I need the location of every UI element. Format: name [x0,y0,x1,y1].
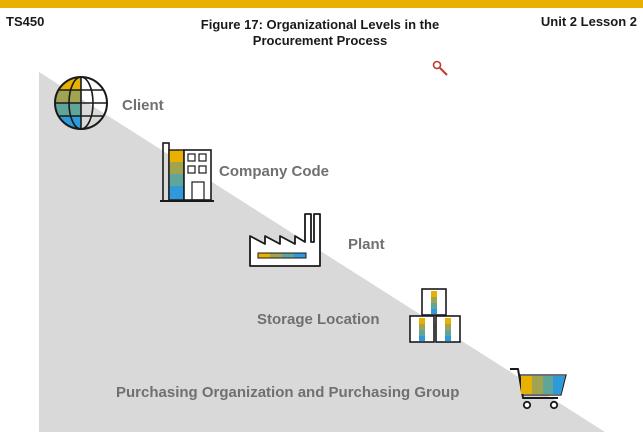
boxes-icon [409,288,461,343]
figure-title: Figure 17: Organizational Levels in the … [180,17,460,49]
level-plant: Plant [348,236,385,253]
course-code: TS450 [6,14,45,29]
pointer-icon [432,60,448,76]
level-client: Client [122,97,164,114]
factory-icon [249,213,321,267]
figure-title-line-2: Procurement Process [252,33,388,48]
shopping-cart-icon [510,368,567,410]
building-icon [160,142,214,202]
level-company-code: Company Code [219,163,330,180]
accent-bar [0,0,643,8]
level-purchasing-org-group: Purchasing Organization and Purchasing G… [116,384,460,401]
level-storage-location: Storage Location [257,311,380,328]
globe-icon [54,76,108,130]
unit-lesson: Unit 2 Lesson 2 [540,14,637,29]
figure-title-line-1: Figure 17: Organizational Levels in the [200,17,440,32]
